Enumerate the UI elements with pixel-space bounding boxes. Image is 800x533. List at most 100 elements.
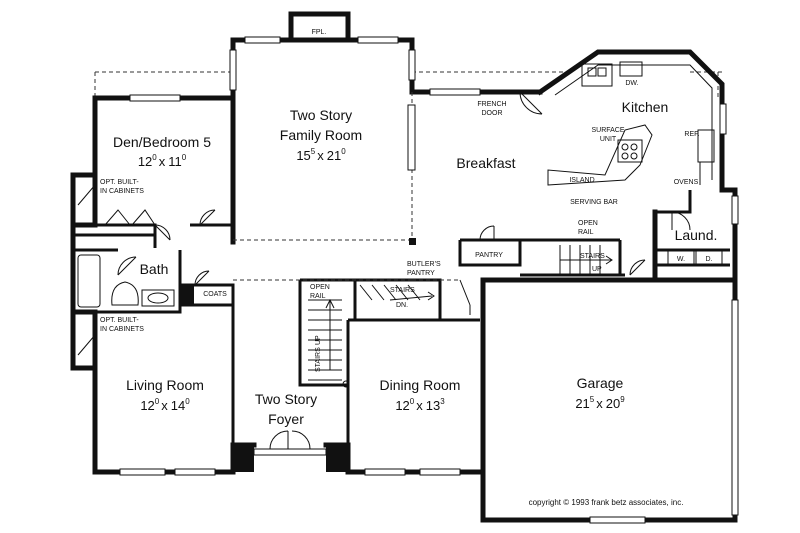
cabinet-diagonal	[77, 184, 96, 356]
window	[129, 94, 181, 102]
window	[408, 49, 416, 81]
basement-stairs	[359, 284, 435, 301]
ovens-label: OVENS	[674, 179, 699, 186]
column	[409, 238, 416, 245]
surface-unit-label: SURFACE	[591, 127, 624, 134]
cabinets-label-1: OPT. BUILT-	[100, 179, 139, 186]
garage-entry-swing	[629, 259, 646, 276]
french-door-label-2: DOOR	[482, 110, 503, 117]
front-door-swing	[269, 430, 311, 450]
kitchen-wall	[536, 49, 725, 193]
window	[229, 49, 237, 91]
foyer-name-2: Foyer	[268, 411, 304, 427]
surface-unit-label-2: UNIT	[600, 136, 617, 143]
pantry-walls	[458, 238, 620, 267]
window	[419, 468, 461, 476]
coats-door-swing	[194, 270, 210, 286]
butlers-pantry-label-2: PANTRY	[407, 270, 435, 277]
stairs-down-label: STAIRS	[390, 287, 415, 294]
window	[407, 104, 416, 171]
family-room-name-2: Family Room	[280, 127, 362, 143]
dining-room-name: Dining Room	[380, 377, 461, 393]
den-south-wall	[75, 223, 233, 248]
foyer-name-1: Two Story	[255, 391, 317, 407]
column	[233, 445, 254, 472]
butlers-pantry-label: BUTLER'S	[407, 261, 441, 268]
window	[589, 516, 646, 524]
laundry-name: Laund.	[675, 227, 718, 243]
washer-dryer	[667, 249, 723, 266]
garage-wall	[480, 277, 738, 523]
open-rail-label-2: OPEN	[578, 220, 598, 227]
island-label: ISLAND	[569, 177, 594, 184]
west-bump-wall	[70, 172, 98, 228]
bath-name: Bath	[140, 261, 169, 277]
laundry-door-swing	[671, 211, 691, 231]
column	[180, 285, 194, 305]
living-room-name: Living Room	[126, 377, 204, 393]
front-door-frame	[253, 448, 327, 456]
west-bump-wall-2	[70, 309, 98, 371]
dryer-label: D.	[706, 256, 713, 263]
coats-closet	[180, 283, 235, 307]
window	[364, 468, 406, 476]
kitchen-name: Kitchen	[622, 99, 669, 115]
garage-door	[731, 299, 739, 516]
cabinets-label-2: OPT. BUILT-	[100, 317, 139, 324]
garage-stairs	[559, 245, 613, 275]
window	[244, 36, 281, 44]
dishwasher-label: DW.	[625, 80, 638, 87]
bath-door-swing	[117, 256, 137, 276]
washer-label: W.	[677, 256, 685, 263]
closet-door-swings	[104, 209, 156, 226]
french-door-swing	[519, 91, 543, 115]
den-name: Den/Bedroom 5	[113, 134, 211, 150]
cabinets-label-2b: IN CABINETS	[100, 326, 144, 333]
window	[174, 468, 216, 476]
window	[719, 103, 727, 135]
stairs-down-label-2: DN.	[396, 302, 408, 309]
butler-door	[459, 279, 471, 315]
open-rail-label-1b: RAIL	[310, 293, 326, 300]
main-stairs-label: STAIRS	[315, 347, 322, 372]
breakfast-name: Breakfast	[456, 155, 515, 171]
window	[731, 195, 739, 225]
serving-bar-label: SERVING BAR	[570, 199, 618, 206]
stairs-up-label: STAIRS	[580, 253, 605, 260]
dining-north-wall	[355, 278, 480, 322]
fireplace-wall	[288, 11, 351, 43]
main-stairs	[308, 298, 350, 388]
coats-label: COATS	[203, 291, 227, 298]
family-room-name-1: Two Story	[290, 107, 352, 123]
fireplace-label: FPL.	[312, 29, 327, 36]
pantry-door-swing	[479, 225, 495, 241]
rear-porch-outline	[94, 71, 722, 98]
stairs-up-walls	[520, 240, 625, 277]
cabinets-label-1b: IN CABINETS	[100, 188, 144, 195]
window	[357, 36, 399, 44]
column	[326, 445, 348, 472]
bath-fixtures	[77, 254, 175, 308]
laundry-wall	[652, 187, 738, 283]
refrigerator-label: REF.	[684, 131, 699, 138]
den-wall	[92, 95, 236, 228]
garage-name: Garage	[577, 375, 624, 391]
stairs-up-label-2: UP	[592, 266, 602, 273]
french-door-label: FRENCH	[477, 101, 506, 108]
kitchen-fixtures	[547, 61, 715, 186]
window	[429, 88, 481, 96]
main-stairs-label-2: UP	[315, 335, 322, 345]
open-rail-label-2b: RAIL	[578, 229, 594, 236]
window	[119, 468, 166, 476]
bath-west-wall	[70, 222, 98, 315]
pantry-label: PANTRY	[475, 252, 503, 259]
open-rail-label-1: OPEN	[310, 284, 330, 291]
den-door-swing	[154, 209, 216, 241]
copyright-text: copyright © 1993 frank betz associates, …	[529, 498, 684, 507]
